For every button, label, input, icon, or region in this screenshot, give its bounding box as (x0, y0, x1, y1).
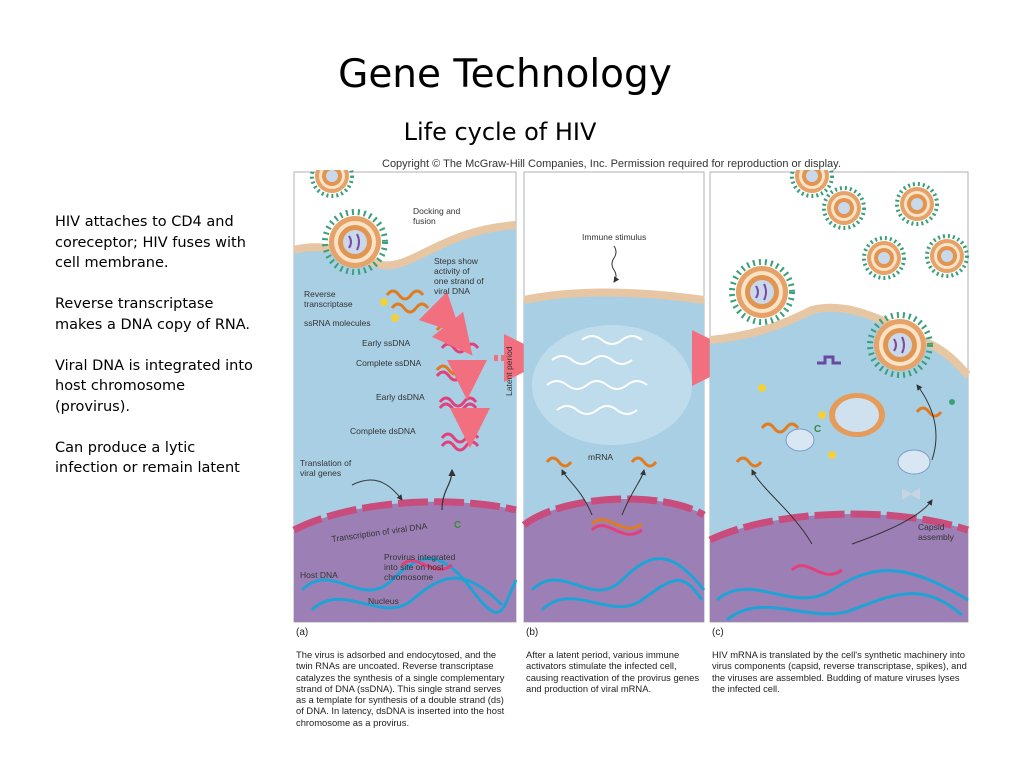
label-docking-2: fusion (413, 216, 436, 226)
label-provirus-3: chromosome (384, 572, 433, 582)
bullet-lytic-latent: Can produce a lytic infection or remain … (55, 439, 240, 477)
slide-title: Gene Technology (338, 52, 672, 97)
hiv-life-cycle-figure: Docking and fusion Steps show activity o… (292, 170, 970, 623)
svg-text:Translation of viral gen: Translation of viral genes (300, 458, 354, 478)
label-ssrna: ssRNA molecules (304, 318, 371, 328)
svg-text:Docking and fusion: Docking and fusion (413, 206, 463, 226)
label-c-a: C (454, 520, 461, 531)
bullet-list: HIV attaches to CD4 and coreceptor; HIV … (55, 212, 255, 499)
panel-a: Docking and fusion Steps show activity o… (292, 170, 518, 623)
slide-subtitle: Life cycle of HIV (403, 118, 597, 146)
svg-text:Steps show activity of: Steps show activity of one strand of vir… (434, 256, 486, 296)
panel-b: Immune stimulus Latent period mRNA (504, 171, 706, 623)
label-steps-3: one strand of (434, 276, 484, 286)
caption-panel-c: HIV mRNA is translated by the cell's syn… (712, 649, 967, 694)
label-docking-1: Docking and (413, 206, 461, 216)
label-translation-1: Translation of (300, 458, 352, 468)
label-early-dsdna: Early dsDNA (376, 392, 425, 402)
label-translation-2: viral genes (300, 468, 341, 478)
copyright-notice: Copyright © The McGraw-Hill Companies, I… (382, 158, 841, 170)
label-steps-4: viral DNA (434, 286, 470, 296)
label-capsid-2: assembly (918, 532, 955, 542)
bullet-integration: Viral DNA is integrated into host chromo… (55, 357, 253, 415)
label-rt-1: Reverse (304, 289, 336, 299)
label-rt-2: transcriptase (304, 299, 353, 309)
svg-text:Provirus integrated into: Provirus integrated into site on host ch… (384, 552, 458, 582)
label-latent-period: Latent period (504, 346, 514, 396)
label-steps-1: Steps show (434, 256, 479, 266)
label-c-c: C (814, 424, 821, 435)
label-complete-ssdna: Complete ssDNA (356, 358, 422, 368)
bullet-docking: HIV attaches to CD4 and coreceptor; HIV … (55, 214, 246, 271)
panel-c: C Capsid assembly (708, 170, 970, 623)
label-mrna: mRNA (588, 452, 613, 462)
svg-text:Reverse transcriptase: Reverse transcriptase (304, 289, 353, 309)
svg-text:Capsid assembly: Capsid assembly (918, 522, 955, 542)
label-capsid-1: Capsid (918, 522, 945, 532)
label-complete-dsdna: Complete dsDNA (350, 426, 416, 436)
caption-panel-a: The virus is adsorbed and endocytosed, a… (296, 649, 505, 728)
panel-b-letter: (b) (526, 627, 539, 638)
label-provirus-2: into site on host (384, 562, 444, 572)
bullet-reverse-transcriptase: Reverse transcriptase makes a DNA copy o… (55, 296, 251, 333)
panel-c-letter: (c) (712, 627, 724, 638)
label-steps-2: activity of (434, 266, 470, 276)
label-early-ssdna: Early ssDNA (362, 338, 411, 348)
label-immune-stimulus: Immune stimulus (582, 232, 646, 242)
caption-panel-b: After a latent period, various immune ac… (526, 649, 700, 694)
label-provirus-1: Provirus integrated (384, 552, 456, 562)
panel-a-letter: (a) (296, 627, 309, 638)
label-nucleus: Nucleus (368, 596, 399, 606)
label-host-dna: Host DNA (300, 570, 338, 580)
